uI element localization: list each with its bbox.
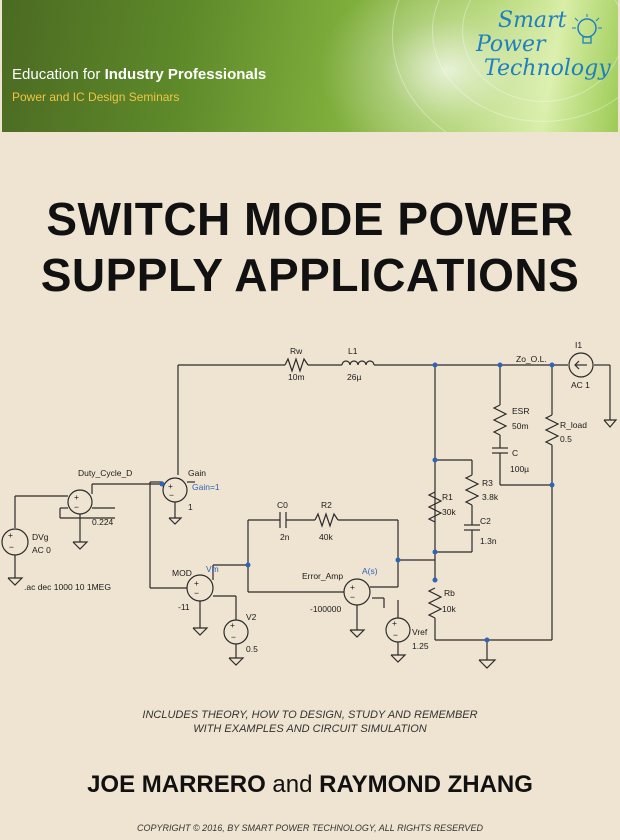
label-c2-value: 1.3n: [480, 536, 497, 546]
label-r2: R2: [321, 500, 332, 510]
label-rb-value: 10k: [442, 604, 456, 614]
label-r2-value: 40k: [319, 532, 333, 542]
label-c0-value: 2n: [280, 532, 290, 542]
copyright: COPYRIGHT © 2016, BY SMART POWER TECHNOL…: [137, 823, 483, 833]
header-banner: Education for Industry Professionals Pow…: [2, 0, 618, 132]
label-l1-value: 26µ: [347, 372, 361, 382]
banner-subtagline: Power and IC Design Seminars: [12, 90, 180, 104]
label-as: A(s): [362, 566, 378, 576]
svg-text:+: +: [230, 620, 235, 630]
svg-text:−: −: [9, 542, 14, 552]
svg-text:−: −: [350, 592, 355, 602]
label-r1-value: 30k: [442, 507, 456, 517]
label-c-value: 100µ: [510, 464, 529, 474]
label-mod: MOD: [172, 568, 192, 578]
svg-text:+: +: [168, 481, 173, 491]
book-title-line-1: SWITCH MODE POWER: [46, 193, 574, 245]
label-vref: Vref: [412, 627, 428, 637]
label-esr-value: 50m: [512, 421, 529, 431]
label-c0: C0: [277, 500, 288, 510]
label-gain-eq: Gain=1: [192, 482, 220, 492]
label-r3: R3: [482, 478, 493, 488]
label-r1: R1: [442, 492, 453, 502]
label-duty-cycle: Duty_Cycle_D: [78, 468, 132, 478]
authors: JOE MARRERO and RAYMOND ZHANG: [87, 771, 533, 798]
label-mod-gain: -11: [178, 602, 190, 612]
circuit-schematic: +− +− +− +− +− +− +− Rw 10m L1 26µ Zo_O.…: [1, 340, 618, 669]
svg-text:−: −: [169, 490, 174, 500]
svg-text:−: −: [74, 502, 79, 512]
label-l1: L1: [348, 346, 358, 356]
label-rw-value: 10m: [288, 372, 305, 382]
label-ac-command: .ac dec 1000 10 1MEG: [24, 582, 111, 592]
svg-text:−: −: [194, 588, 199, 598]
svg-text:+: +: [8, 530, 13, 540]
subtext-line-1: INCLUDES THEORY, HOW TO DESIGN, STUDY AN…: [142, 709, 478, 721]
label-v2-value: 0.5: [246, 644, 258, 654]
label-rload: R_load: [560, 420, 587, 430]
banner-tagline: Education for Industry Professionals: [12, 66, 267, 83]
subtext-line-2: WITH EXAMPLES AND CIRCUIT SIMULATION: [193, 723, 427, 735]
label-i1: I1: [575, 340, 582, 350]
svg-text:+: +: [392, 618, 397, 628]
svg-text:+: +: [74, 492, 79, 502]
label-esr: ESR: [512, 406, 529, 416]
smart-power-technology-logo: Smart Power Technology: [476, 8, 611, 81]
label-error-amp: Error_Amp: [302, 571, 343, 581]
label-i1-value: AC 1: [571, 380, 590, 390]
svg-text:−: −: [231, 632, 236, 642]
label-duty-value: 0.224: [92, 517, 114, 527]
label-c2: C2: [480, 516, 491, 526]
label-rb: Rb: [444, 588, 455, 598]
label-c: C: [512, 448, 518, 458]
label-rload-value: 0.5: [560, 434, 572, 444]
label-r3-value: 3.8k: [482, 492, 499, 502]
label-dvg-value: AC 0: [32, 545, 51, 555]
book-title-line-2: SUPPLY APPLICATIONS: [40, 249, 580, 301]
label-gain: Gain: [188, 468, 206, 478]
label-v2: V2: [246, 612, 257, 622]
label-zo: Zo_O.L.: [516, 354, 547, 364]
svg-text:−: −: [393, 630, 398, 640]
svg-text:+: +: [350, 582, 355, 592]
label-vref-value: 1.25: [412, 641, 429, 651]
lightbulb-icon: [572, 14, 602, 44]
label-rw: Rw: [290, 346, 303, 356]
label-vm: Vm: [206, 564, 219, 574]
svg-text:+: +: [194, 578, 199, 588]
label-error-amp-gain: -100000: [310, 604, 341, 614]
label-gain-value: 1: [188, 502, 193, 512]
label-dvg: DVg: [32, 532, 49, 542]
